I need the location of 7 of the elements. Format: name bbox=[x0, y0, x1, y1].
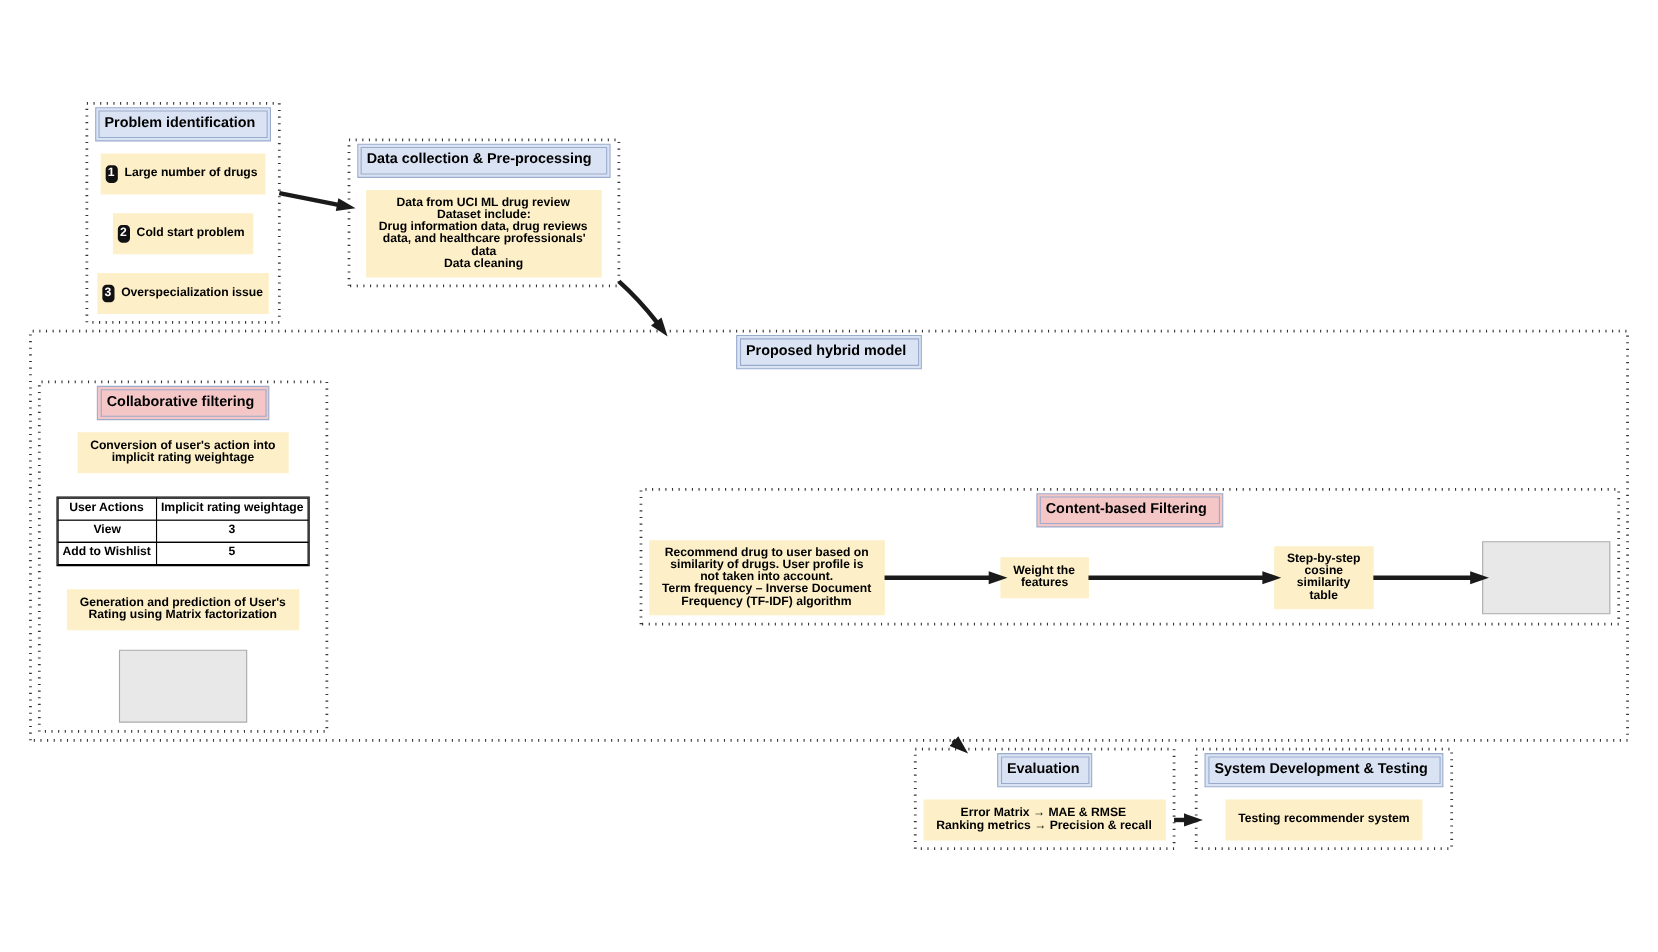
arrow bbox=[617, 279, 668, 337]
node-box bbox=[1482, 541, 1611, 615]
arrow bbox=[1373, 571, 1489, 585]
node-box bbox=[118, 649, 248, 723]
arrow bbox=[1088, 571, 1282, 585]
arrow bbox=[278, 190, 356, 212]
arrow bbox=[884, 571, 1008, 585]
